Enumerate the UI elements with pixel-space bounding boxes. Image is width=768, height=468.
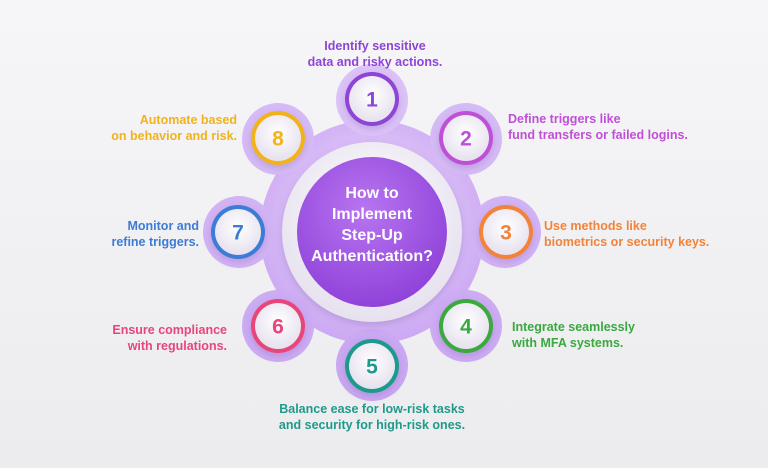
step-nodes: 1 2 3 4 5 6 7 8: [211, 72, 533, 393]
step-4-label: Integrate seamlessly with MFA systems.: [512, 320, 635, 350]
step-1-number: 1: [366, 89, 378, 112]
step-6-label: Ensure compliance with regulations.: [112, 323, 227, 353]
center-title: How to Implement Step-Up Authentication?: [311, 185, 433, 265]
step-6-number: 6: [272, 316, 284, 339]
step-3-disc: [483, 209, 529, 255]
step-2-number: 2: [460, 128, 472, 151]
step-8-node: 8: [251, 111, 305, 165]
step-7-disc: [215, 209, 261, 255]
step-5-label: Balance ease for low-risk tasks and secu…: [278, 402, 466, 432]
step-1-label: Identify sensitive data and risky action…: [307, 39, 443, 69]
step-2-node: 2: [439, 111, 493, 165]
step-2-label: Define triggers like fund transfers or f…: [508, 112, 688, 142]
step-7-node: 7: [211, 205, 265, 259]
step-4-number: 4: [460, 316, 472, 339]
step-8-disc: [255, 115, 301, 161]
step-1-disc: [349, 76, 395, 122]
step-1-node: 1: [345, 72, 399, 126]
step-8-number: 8: [272, 128, 284, 151]
step-6-node: 6: [251, 299, 305, 353]
center-disc: [282, 142, 462, 322]
step-4-node: 4: [439, 299, 493, 353]
step-3-label: Use methods like biometrics or security …: [544, 219, 710, 249]
step-4-disc: [443, 303, 489, 349]
step-3-number: 3: [500, 222, 512, 245]
step-2-disc: [443, 115, 489, 161]
step-7-label: Monitor and refine triggers.: [111, 219, 199, 249]
step-7-number: 7: [232, 222, 244, 245]
step-6-disc: [255, 303, 301, 349]
step-3-node: 3: [479, 205, 533, 259]
step-5-node: 5: [345, 339, 399, 393]
step-5-number: 5: [366, 356, 378, 379]
step-8-label: Automate based on behavior and risk.: [111, 113, 237, 143]
step-5-disc: [349, 343, 395, 389]
